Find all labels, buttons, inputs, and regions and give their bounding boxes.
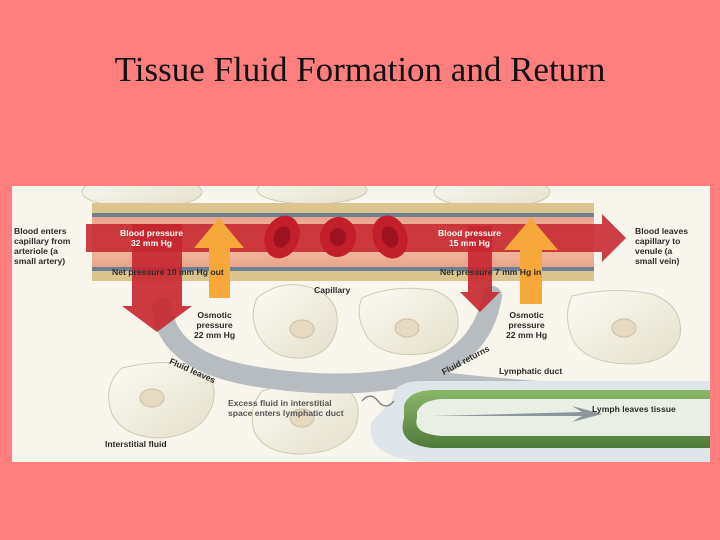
cell-nucleus (139, 388, 165, 408)
blood-pressure-arrow-left (122, 224, 192, 332)
blood-pressure-venous-label: Blood pressure 15 mm Hg (438, 228, 502, 248)
lymphatic-duct-label: Lymphatic duct (499, 366, 563, 376)
capillary-label: Capillary (314, 285, 351, 295)
net-pressure-in-label: Net pressure 7 mm Hg in (440, 267, 542, 277)
tissue-cells-top (81, 186, 551, 209)
blood-leaves-label: Blood leaves capillary to venule (a smal… (635, 226, 689, 266)
osmotic-pressure-right-label: Osmotic pressure 22 mm Hg (506, 310, 548, 340)
cell-nucleus (394, 318, 420, 338)
diagram-artwork (12, 186, 710, 462)
red-blood-cells (264, 215, 408, 259)
cell-nucleus (289, 319, 315, 339)
osmotic-pressure-left-label: Osmotic pressure 22 mm Hg (194, 310, 236, 340)
tissue-cells-bottom (108, 284, 681, 455)
fluid-path (152, 286, 502, 394)
blood-pressure-arrow-right (460, 226, 500, 312)
net-pressure-out-label: Net pressure 10 mm Hg out (112, 267, 224, 277)
osmotic-arrow-right (504, 218, 558, 304)
cell-nucleus (611, 318, 637, 338)
fluid-droplets-icon (361, 395, 395, 407)
excess-fluid-label: Excess fluid in interstitial space enter… (228, 398, 344, 418)
lymphatic-duct (370, 381, 710, 462)
osmotic-arrow-left (194, 218, 244, 298)
capillary-diagram: Blood enters capillary from arteriole (a… (12, 186, 710, 462)
slide-title: Tissue Fluid Formation and Return (114, 50, 606, 89)
blood-pressure-arterial-label: Blood pressure 32 mm Hg (120, 228, 184, 248)
blood-enters-label: Blood enters capillary from arteriole (a… (14, 226, 71, 266)
interstitial-fluid-label: Interstitial fluid (105, 439, 167, 449)
lymph-leaves-label: Lymph leaves tissue (592, 404, 676, 414)
cell-nucleus (289, 408, 315, 428)
